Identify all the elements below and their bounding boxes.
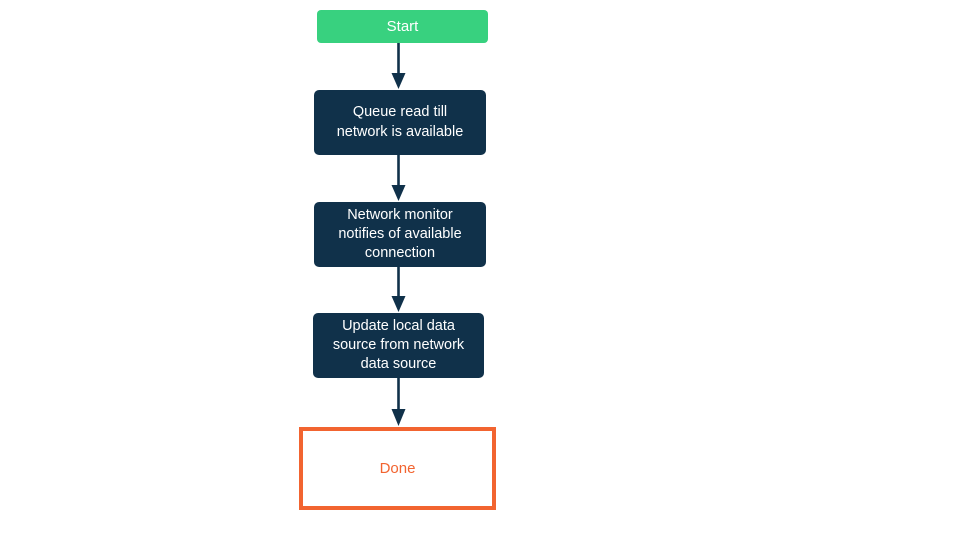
node-start-label: Start — [386, 17, 419, 35]
edge-queue-read-to-network-monitor — [390, 155, 407, 202]
arrow-down-icon — [391, 43, 406, 89]
node-queue-read-label: Queue read till network is available — [336, 104, 464, 140]
edge-update-local-to-done — [390, 378, 407, 427]
edge-network-monitor-to-update-local — [390, 267, 407, 313]
node-done-label: Done — [379, 459, 416, 477]
node-network-monitor[interactable]: Network monitor notifies of available co… — [314, 202, 486, 267]
node-queue-read[interactable]: Queue read till network is available — [314, 90, 486, 155]
arrow-down-icon — [391, 378, 406, 426]
arrow-down-icon — [391, 267, 406, 312]
arrow-down-icon — [391, 155, 406, 201]
node-done[interactable]: Done — [299, 427, 496, 510]
edge-start-to-queue-read — [390, 43, 407, 90]
node-update-local[interactable]: Update local data source from network da… — [313, 313, 484, 378]
node-update-local-label: Update local data source from network da… — [332, 317, 465, 373]
node-start[interactable]: Start — [317, 10, 488, 43]
node-network-monitor-label: Network monitor notifies of available co… — [338, 206, 462, 262]
